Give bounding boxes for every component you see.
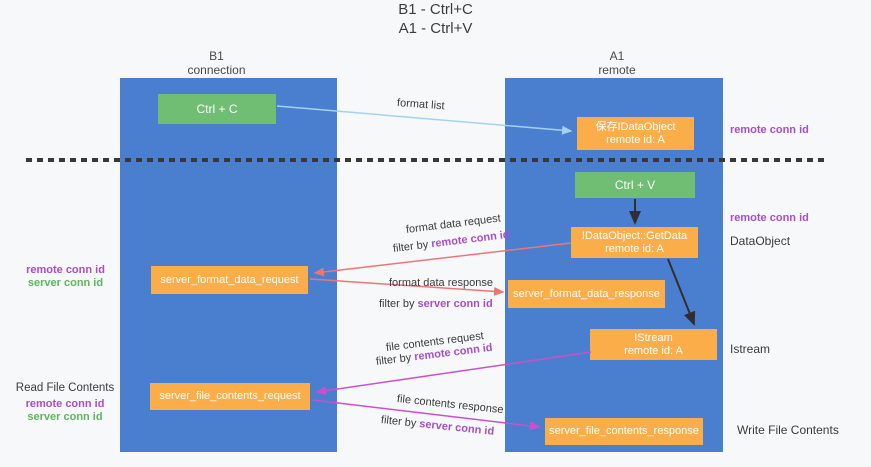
box-istream-line2: remote id: A	[624, 344, 683, 357]
filter-by-text: filter by	[380, 414, 420, 430]
box-save-idataobject-line1: 保存IDataObject	[595, 120, 676, 133]
box-ctrl-v-label: Ctrl + V	[614, 177, 656, 192]
box-server-file-contents-request-label: server_file_contents_request	[159, 390, 301, 402]
box-ctrl-c: Ctrl + C	[158, 94, 276, 124]
title-line-2: A1 - Ctrl+V	[398, 20, 473, 37]
title-line-1: B1 - Ctrl+C	[398, 1, 473, 18]
annotation-istream: Istream	[730, 342, 771, 356]
server-conn-id-highlight: server conn id	[417, 298, 493, 310]
annotation-format-remote-conn-id: remote conn id	[26, 264, 105, 276]
left-column-name: B1	[209, 49, 224, 63]
annotation-format-server-conn-id: server conn id	[27, 277, 104, 289]
phase-divider-dashed-line	[26, 158, 828, 162]
box-server-format-data-response-label: server_format_data_response	[513, 287, 660, 300]
annotation-read-file-contents: Read File Contents	[15, 382, 115, 394]
box-ctrl-c-label: Ctrl + C	[196, 101, 238, 116]
annotation-file-remote-conn-id: remote conn id	[25, 398, 105, 410]
label-file-contents-response: file contents response	[396, 393, 505, 417]
annotation-write-file-contents: Write File Contents	[737, 423, 839, 437]
annotation-file-server-conn-id: server conn id	[27, 411, 103, 423]
annotation-dataobject: DataObject	[730, 234, 791, 248]
box-save-idataobject: 保存IDataObject remote id: A	[577, 117, 694, 150]
filter-by-text: filter by	[375, 351, 415, 368]
remote-conn-id-highlight: remote conn id	[430, 228, 511, 251]
annotation-remote-conn-id-mid: remote conn id	[730, 212, 809, 224]
box-save-idataobject-line2: remote id: A	[606, 133, 665, 146]
box-server-format-data-request-label: server_format_data_request	[160, 273, 299, 286]
diagram-title: B1 - Ctrl+C A1 - Ctrl+V	[0, 0, 871, 38]
filter-by-text: filter by	[392, 238, 432, 255]
label-file-contents-response-filter: filter by server conn id	[380, 414, 494, 438]
box-ctrl-v: Ctrl + V	[575, 172, 695, 198]
left-column-header: B1 connection	[110, 49, 323, 77]
box-idataobject-getdata-line2: remote id: A	[605, 242, 664, 255]
box-server-file-contents-response: server_file_contents_response	[545, 418, 703, 445]
annotation-remote-conn-id-top: remote conn id	[730, 124, 809, 136]
filter-by-text: filter by	[379, 298, 418, 310]
right-column-subtitle: remote	[598, 63, 636, 77]
annotation-format-conn-ids: remote conn id server conn id	[18, 264, 113, 290]
box-idataobject-getdata-line1: IDataObject::GetData	[581, 229, 688, 242]
box-server-file-contents-response-label: server_file_contents_response	[549, 425, 699, 437]
label-format-list: format list	[396, 97, 445, 113]
box-istream: IStream remote id: A	[590, 329, 717, 360]
label-format-data-response: format data response	[389, 277, 493, 289]
right-column-header: A1 remote	[508, 49, 726, 77]
right-column-name: A1	[609, 49, 625, 63]
box-idataobject-getdata: IDataObject::GetData remote id: A	[571, 227, 698, 258]
annotation-read-file-contents-block: Read File Contents remote conn id server…	[12, 382, 118, 424]
box-server-format-data-response: server_format_data_response	[508, 280, 665, 308]
left-column-subtitle: connection	[187, 63, 246, 77]
box-istream-line1: IStream	[634, 331, 673, 344]
label-format-data-response-filter: filter by server conn id	[379, 298, 493, 310]
box-server-format-data-request: server_format_data_request	[151, 266, 308, 294]
server-conn-id-highlight: server conn id	[418, 418, 495, 438]
box-server-file-contents-request: server_file_contents_request	[150, 383, 310, 410]
